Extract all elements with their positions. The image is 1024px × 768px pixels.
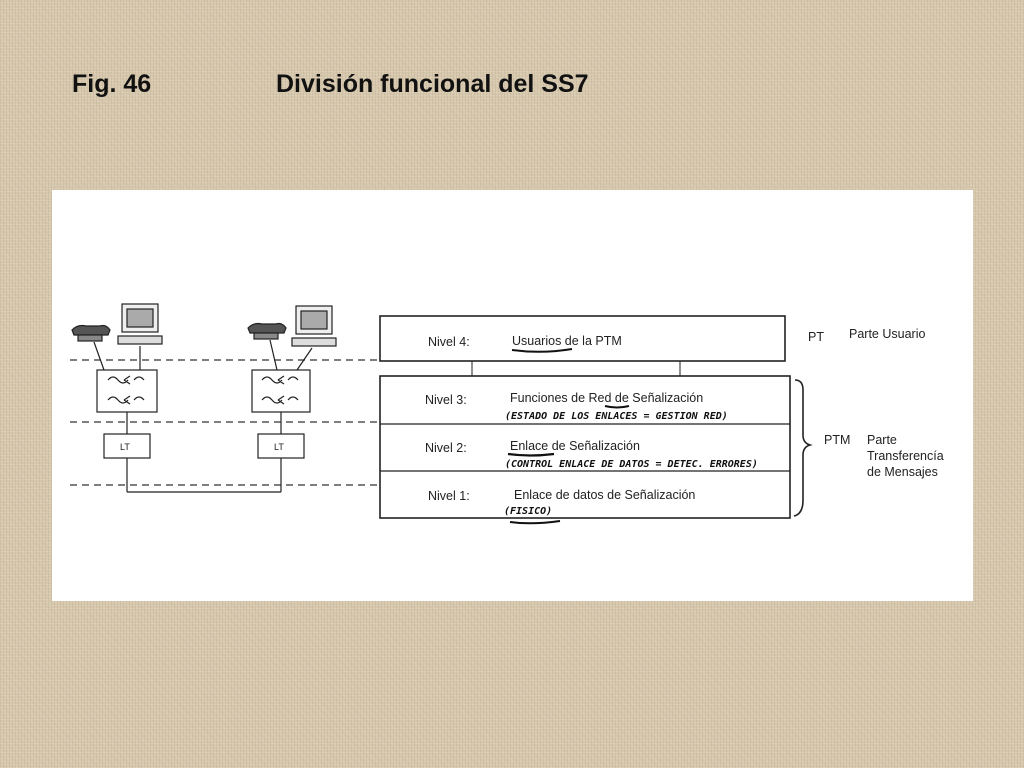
level-4-label: Nivel 4: — [428, 335, 470, 349]
network-node-1 — [71, 303, 163, 492]
pt-label: Parte Usuario — [849, 327, 925, 341]
level-2-name: Enlace de Señalización — [510, 439, 640, 453]
lt-label: LT — [274, 442, 284, 452]
ptm-label-line-3: de Mensajes — [867, 465, 938, 479]
level-1-label: Nivel 1: — [428, 489, 470, 503]
ptm-label-line-2: Transferencía — [867, 449, 944, 463]
computer-icon — [117, 303, 163, 345]
level-3-note: (ESTADO DE LOS ENLACES = GESTION RED) — [505, 411, 728, 422]
level-4-name: Usuarios de la PTM — [512, 334, 622, 348]
level-1-note: (FISICO) — [504, 506, 552, 517]
level-stack — [379, 315, 791, 519]
telephone-icon — [247, 322, 287, 340]
level-separators — [70, 359, 377, 486]
ptm-brace — [793, 379, 813, 517]
level-3-label: Nivel 3: — [425, 393, 467, 407]
switch-box — [251, 369, 311, 413]
ss7-diagram: LT LT — [70, 303, 944, 525]
level-2-label: Nivel 2: — [425, 441, 467, 455]
level-1-name: Enlace de datos de Señalización — [514, 488, 695, 502]
switch-box — [96, 369, 158, 413]
figure-panel: LT LT — [52, 190, 973, 601]
level-3-name: Funciones de Red de Señalización — [510, 391, 703, 405]
level-2-note: (CONTROL ENLACE DE DATOS = DETEC. ERRORE… — [505, 459, 758, 470]
lt-label: LT — [120, 442, 130, 452]
network-node-2 — [247, 305, 337, 492]
slide-title: División funcional del SS7 — [276, 70, 589, 98]
ptm-abbr: PTM — [824, 433, 850, 447]
figure-number: Fig. 46 — [72, 70, 152, 98]
telephone-icon — [71, 324, 111, 342]
computer-icon — [291, 305, 337, 347]
ptm-label-line-1: Parte — [867, 433, 897, 447]
pt-abbr: PT — [808, 330, 824, 344]
